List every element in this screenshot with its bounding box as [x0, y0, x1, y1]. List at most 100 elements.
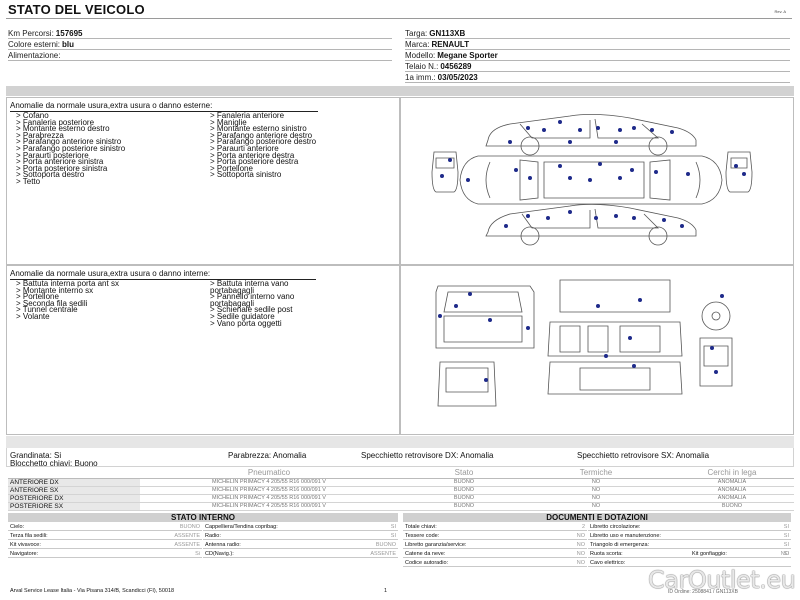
- hail-status: Grandinata: Si: [10, 451, 62, 460]
- damage-item: > Sedile guidatore: [210, 311, 275, 321]
- exterior-damage-dots: [440, 120, 746, 228]
- kv-row: Cavo elettrico:: [588, 559, 791, 567]
- tyre-spacer: [662, 494, 670, 503]
- kv-row: Cappelliera/Tendina copribag: SI: [203, 523, 398, 531]
- interior-title-rule: [10, 279, 316, 280]
- interior-text-box: [6, 265, 400, 435]
- interior-car-diagram: [430, 276, 760, 426]
- damage-item: > Paraurti posteriore: [16, 150, 89, 160]
- tyre-position: ANTERIORE DX: [8, 478, 140, 487]
- summary-band: [6, 436, 794, 448]
- tyre-state: BUONO: [398, 494, 530, 503]
- tyre-winter: NO: [530, 478, 662, 487]
- interior-title: Anomalie da normale usura,extra usura o …: [10, 269, 211, 278]
- kv-row: Antenna radio:BUONO: [203, 541, 398, 549]
- kv-label: Cielo:: [10, 524, 25, 530]
- kv-label: Libretto circolazione:: [590, 524, 641, 530]
- exterior-text-box: [6, 97, 400, 265]
- kv-row: Triangolo di emergenza:SI: [588, 541, 791, 549]
- tyre-winter: NO: [530, 486, 662, 495]
- page-title: STATO DEL VEICOLO: [8, 2, 145, 17]
- kv-row: Navigatore: Si: [8, 550, 202, 558]
- tyres-header-rim: Cerchi in lega: [670, 468, 794, 479]
- damage-item: > Cofano: [16, 111, 49, 120]
- km-field: Km Percorsi:157695: [8, 28, 392, 39]
- kv-value: 2: [581, 524, 585, 530]
- windshield-status: Parabrezza: Anomalia: [228, 451, 307, 460]
- footer-page-number: 1: [384, 588, 388, 594]
- kv-label: Catene da neve:: [405, 551, 446, 557]
- tyre-spacer: [662, 486, 670, 495]
- damage-item: > Porta posteriore destra: [210, 157, 299, 167]
- tyre-rim: ANOMALIA: [670, 494, 794, 503]
- kv-row: Kit vivavoce:ASSENTE: [8, 541, 202, 549]
- damage-item: > Seconda fila sedili: [16, 298, 88, 308]
- kv-value: ASSENTE: [174, 533, 200, 539]
- damage-item: > Fanaleria posteriore: [16, 117, 95, 127]
- documents-header: DOCUMENTI E DOTAZIONI: [403, 513, 791, 522]
- kv-label: Cappelliera/Tendina copribag:: [205, 524, 278, 530]
- kv-label: Navigatore:: [10, 551, 39, 557]
- kv-value: SI: [783, 551, 789, 557]
- tyre-position: POSTERIORE DX: [8, 494, 140, 503]
- damage-item: > Porta posteriore sinistra: [16, 163, 108, 173]
- tyre-model: MICHELIN PRIMACY 4 205/55 R16 000/091 V: [140, 478, 398, 487]
- tyre-model: MICHELIN PRIMACY 4 205/55 R16 000/091 V: [140, 494, 398, 503]
- kv-row: Ruota scorta:NO: [588, 550, 791, 558]
- damage-item: > Maniglie: [210, 117, 247, 127]
- kv-row: Codice autoradio:NO: [403, 559, 587, 567]
- exterior-title-rule: [10, 111, 318, 112]
- kv-value: Si: [195, 551, 200, 557]
- tyres-header-spacer: [662, 468, 670, 479]
- damage-item: > Parafango anteriore sinistro: [16, 137, 122, 147]
- kv-label: Libretto garanzia/service:: [405, 542, 467, 548]
- tyre-state: BUONO: [398, 502, 530, 511]
- damage-item: > Pannello interno vano: [210, 292, 295, 302]
- footer-doc-id: ID Ordine: 2508841 / GN113XB: [668, 589, 738, 595]
- tyres-header-row: Pneumatico Stato Termiche Cerchi in lega: [8, 468, 794, 479]
- model-field: Modello:Megane Sporter: [405, 50, 790, 61]
- chassis-field: Telaio N.:0456289: [405, 61, 790, 72]
- registration-field: 1a imm.:03/05/2023: [405, 72, 790, 83]
- tyres-header-position: [8, 468, 140, 479]
- kv-row: Totale chiavi:2: [403, 523, 587, 531]
- damage-item: > Portellone: [210, 163, 253, 173]
- exterior-title: Anomalie da normale usura,extra usura o …: [10, 101, 213, 110]
- tyres-header-state: Stato: [398, 468, 530, 479]
- damage-item: > Parafango posteriore destro: [210, 137, 317, 147]
- tyres-header-tyre: Pneumatico: [140, 468, 398, 479]
- tyre-winter: NO: [530, 502, 662, 511]
- kv-row: Libretto circolazione:SI: [588, 523, 791, 531]
- watermark-logo: CarOutlet.eu: [648, 566, 796, 594]
- mirror-sx-status: Specchietto retrovisore SX: Anomalia: [577, 451, 710, 460]
- damage-item: > Vano porta oggetti: [210, 318, 282, 328]
- tyre-spacer: [662, 502, 670, 511]
- tyre-model: MICHELIN PRIMACY 4 205/55 R16 000/091 V: [140, 486, 398, 495]
- kv-value: SI: [783, 533, 789, 539]
- kv-value: BUONO: [375, 542, 396, 548]
- tyre-spacer: [662, 478, 670, 487]
- exterior-car-svg: [431, 114, 753, 246]
- interior-list-left: > Battuta interna porta ant sx> Montante…: [16, 280, 119, 321]
- damage-item: > Porta anteriore sinistra: [16, 157, 104, 167]
- brand-field: Marca:RENAULT: [405, 39, 790, 50]
- kv-value: NO: [576, 560, 585, 566]
- kv-value: BUONO: [179, 524, 200, 530]
- kv-value: NO: [576, 542, 585, 548]
- tyres-table: Pneumatico Stato Termiche Cerchi in lega…: [8, 468, 794, 511]
- kv-label: Triangolo di emergenza:: [590, 542, 650, 548]
- tyre-state: BUONO: [398, 486, 530, 495]
- tyre-rim: ANOMALIA: [670, 486, 794, 495]
- damage-item: > Battuta interna vano: [210, 279, 289, 288]
- kv-row: Libretto garanzia/service: NO: [403, 541, 587, 549]
- kv-value: SI: [390, 524, 396, 530]
- damage-item: > Montante esterno sinistro: [210, 124, 307, 134]
- damage-item: > Volante: [16, 311, 50, 321]
- tyre-winter: NO: [530, 494, 662, 503]
- kv-row: Tessere code:NO: [403, 532, 587, 540]
- damage-item: > Schienale sedile post: [210, 305, 293, 315]
- kv-row: Libretto uso e manutenzione:SI: [588, 532, 791, 540]
